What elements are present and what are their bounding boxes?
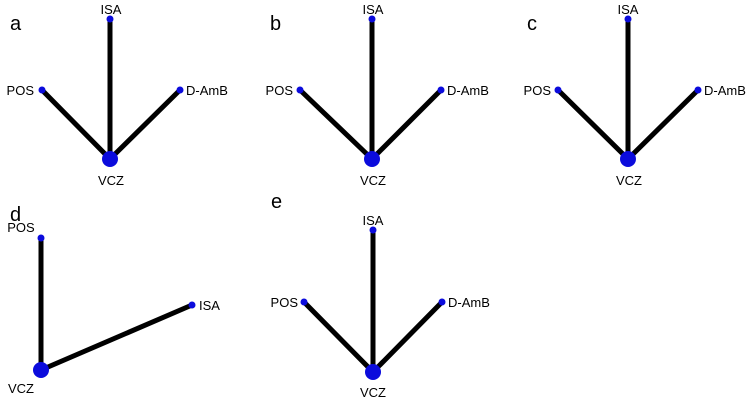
node-pos [300,298,308,306]
node-isa [188,301,196,309]
node-vcz [102,151,118,167]
panel-label-e: e [271,191,282,213]
node-pos [38,86,46,94]
panel-label-b: b [270,13,281,35]
node-pos [37,234,45,242]
edge-vcz-d-amb [107,87,183,162]
node-label-vcz: VCZ [98,173,124,188]
node-label-isa: ISA [618,2,639,17]
node-label-isa: ISA [101,2,122,17]
edge-vcz-d-amb [369,87,444,162]
edge-vcz-pos [301,299,376,375]
panel-label-d: d [10,204,21,226]
node-vcz [33,362,49,378]
edge-vcz-d-amb [625,87,701,162]
node-isa [106,15,114,23]
node-label-vcz: VCZ [360,385,386,400]
node-label-d-amb: D-AmB [704,83,746,98]
node-label-pos: POS [7,83,35,98]
edge-vcz-isa [38,302,195,373]
panel-a: a ISA POS D-AmB VCZ [7,2,228,188]
node-label-pos: POS [524,83,552,98]
edge-vcz-pos [39,87,113,162]
node-label-vcz: VCZ [616,173,642,188]
node-label-d-amb: D-AmB [186,83,228,98]
node-label-isa: ISA [363,2,384,17]
panel-c: c ISA POS D-AmB VCZ [524,2,746,188]
node-label-d-amb: D-AmB [447,83,489,98]
node-d-amb [694,86,702,94]
node-pos [554,86,562,94]
panel-b: b ISA POS D-AmB VCZ [266,2,489,188]
node-label-pos: POS [7,220,35,235]
node-isa [624,15,632,23]
node-vcz [365,364,381,380]
node-d-amb [176,86,184,94]
node-isa [369,226,377,234]
node-label-pos: POS [271,295,299,310]
edge-vcz-pos [297,87,375,162]
node-label-pos: POS [266,83,294,98]
node-label-isa: ISA [199,298,220,313]
panel-label-c: c [527,13,537,35]
panel-label-a: a [10,13,22,35]
edge-vcz-d-amb [370,299,445,375]
node-vcz [620,151,636,167]
node-d-amb [437,86,445,94]
node-label-isa: ISA [363,213,384,228]
edge-vcz-pos [555,87,631,162]
node-pos [296,86,304,94]
node-isa [368,15,376,23]
node-vcz [364,151,380,167]
node-label-d-amb: D-AmB [448,295,490,310]
node-d-amb [438,298,446,306]
node-label-vcz: VCZ [360,173,386,188]
node-label-vcz: VCZ [8,381,34,396]
